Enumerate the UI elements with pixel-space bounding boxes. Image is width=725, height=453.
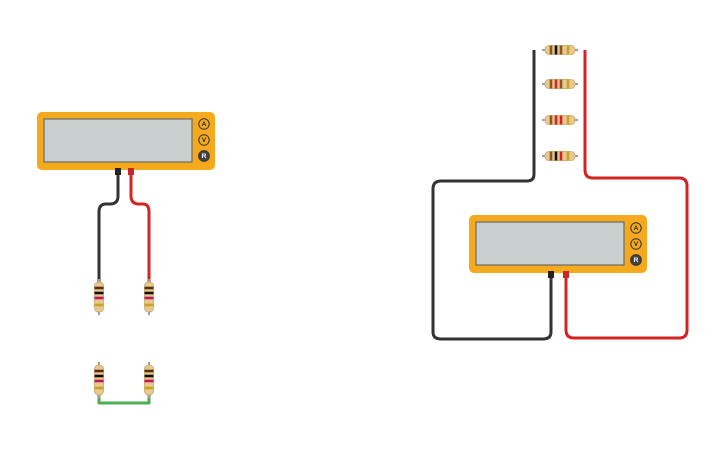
positive-terminal[interactable] [563,271,569,278]
svg-text:V: V [202,137,207,144]
color-band [549,79,553,89]
color-band [554,151,558,161]
color-band [566,115,570,125]
color-band [559,115,563,125]
color-band [94,291,104,295]
circuit-1: A V R [37,112,215,405]
mode-button-voltmeter[interactable]: V [198,134,210,146]
resistor[interactable] [144,362,154,398]
resistor[interactable] [94,279,104,315]
color-band [94,296,104,300]
color-band [566,45,570,55]
color-band [559,45,563,55]
resistor[interactable] [94,362,104,398]
resistor[interactable] [542,115,578,125]
svg-text:A: A [202,121,207,128]
right-rail-wire[interactable] [564,50,689,340]
resistor[interactable] [542,151,578,161]
circuit-2: A V R [431,45,689,341]
multimeter-1[interactable]: A V R [37,112,215,175]
color-band [549,115,553,125]
color-band [144,291,154,295]
svg-text:R: R [634,257,639,264]
color-band [94,374,104,378]
color-band [144,296,154,300]
black-wire-1[interactable] [97,170,120,284]
color-band [94,369,104,373]
resistor[interactable] [144,279,154,315]
color-band [94,386,104,390]
color-band [144,286,154,290]
color-band [554,45,558,55]
color-band [94,303,104,307]
color-band [549,151,553,161]
color-band [566,151,570,161]
svg-text:V: V [634,241,639,248]
color-band [554,79,558,89]
color-band [144,369,154,373]
color-band [144,303,154,307]
resistor[interactable] [542,79,578,89]
svg-text:R: R [202,153,207,160]
color-band [144,386,154,390]
mode-button-ammeter[interactable]: A [198,118,210,130]
mode-button-ohmmeter[interactable]: R [630,254,642,266]
com-terminal[interactable] [548,271,554,278]
color-band [559,79,563,89]
color-band [559,151,563,161]
color-band [554,115,558,125]
multimeter-display [43,118,193,163]
color-band [549,45,553,55]
left-rail-wire[interactable] [431,50,553,341]
svg-text:A: A [634,225,639,232]
color-band [144,379,154,383]
color-band [94,379,104,383]
green-wire[interactable] [97,395,151,405]
multimeter-display [475,221,625,266]
resistor[interactable] [542,45,578,55]
mode-button-voltmeter[interactable]: V [630,238,642,250]
mode-button-ammeter[interactable]: A [630,222,642,234]
color-band [94,286,104,290]
multimeter-2[interactable]: A V R [469,215,647,278]
color-band [144,374,154,378]
color-band [566,79,570,89]
com-terminal[interactable] [115,168,121,175]
red-wire-1[interactable] [129,170,151,284]
positive-terminal[interactable] [128,168,134,175]
mode-button-ohmmeter[interactable]: R [198,150,210,162]
